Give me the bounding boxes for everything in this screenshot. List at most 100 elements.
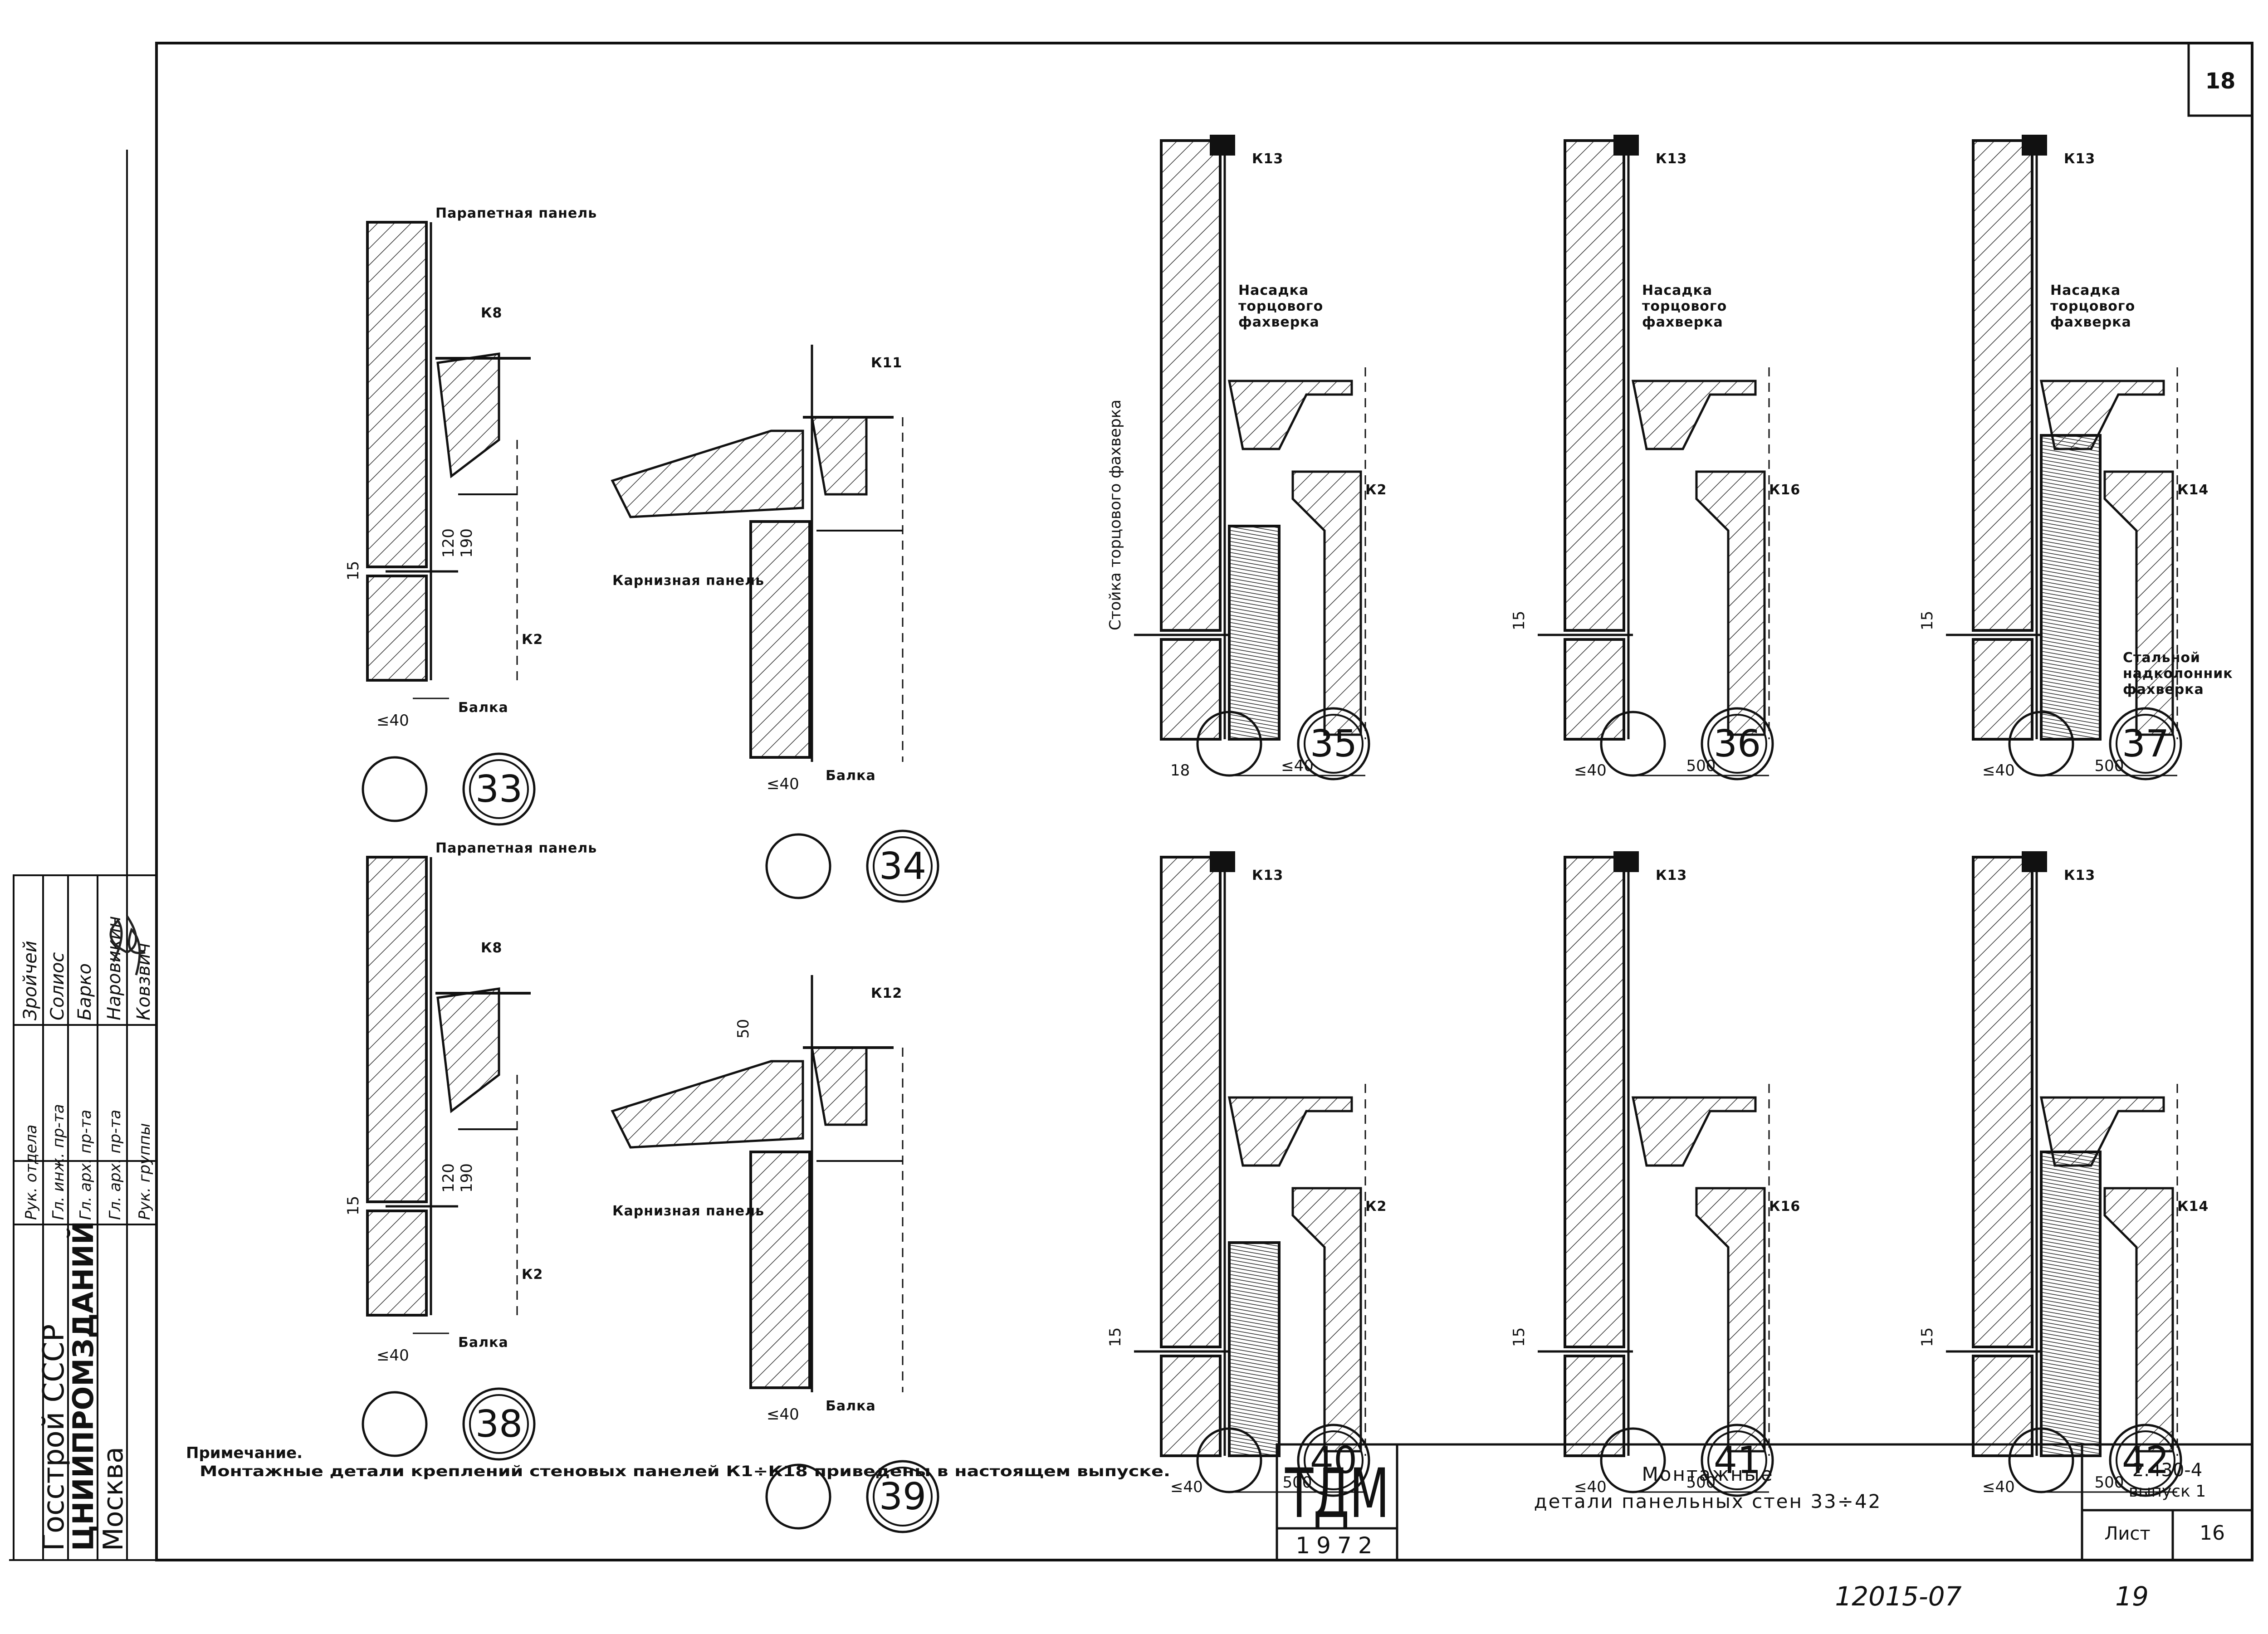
detail-number-circle [2116,1430,2175,1490]
stamp-org-line1: Госстрой СССР [37,1324,71,1551]
detail-number-circle [866,1460,939,1533]
dimension-label: ≤40 [376,712,409,730]
detail-number-circle [873,836,933,896]
detail-number-circle [873,1467,933,1527]
connector-label: К2 [1365,482,1387,498]
column-section [1695,1187,1766,1453]
stamp-org-line2: ЦНИИПРОМЗДАНИЙ [67,1221,100,1551]
beam-label: Балка [458,1335,508,1351]
connector-label: К13 [1252,151,1283,167]
dimension-label: 500 [1686,757,1716,775]
column-section [2103,1187,2174,1453]
cornice-panel [611,1060,804,1149]
connector-label: К12 [871,985,902,1001]
title-line1: Монтажные [1642,1463,1774,1485]
signature-scribble [109,915,146,976]
note: Примечание. Монтажные детали креплений с… [186,1444,1170,1480]
framing-label: надколонник [2123,666,2233,682]
beam-label: Балка [826,1398,876,1414]
dimension-label: 50 [734,1019,753,1039]
detail-number-circle [469,1394,529,1454]
detail-number-circle [1304,714,1364,774]
connector-label: К11 [871,355,902,371]
connector-label: К2 [522,1267,543,1283]
wall-panel [1564,1355,1625,1457]
detail-number-circle [866,829,939,903]
connector-label: К13 [1656,151,1687,167]
wall-panel [1160,638,1222,741]
connector-label: К16 [1769,482,1800,498]
archive-code: 12015-07 [1835,1581,1961,1612]
stamp-org-line3: Москва [98,1447,129,1551]
beam-label: Балка [458,700,508,716]
dimension-label: ≤40 [1982,1478,2015,1496]
detail-number-circle [2109,707,2182,780]
detail-number-circle [1707,714,1767,774]
dimension-label: 15 [1918,1327,1936,1347]
stamp-role: Гл. арх. пр-та [106,1110,124,1220]
sheet-frame [9,42,2253,1561]
dimension-label: 120 [440,1163,458,1193]
dimension-label: 190 [458,528,476,558]
dimension-label: 500 [2095,757,2124,775]
stamp-role: Гл. арх. пр-та [77,1110,95,1220]
logo-year: 1972 [1295,1532,1378,1559]
connector-plate [2022,135,2047,156]
connector-label: К14 [2177,482,2209,498]
cornice-panel-label: Карнизная панель [612,1203,764,1219]
note-text: Монтажные детали креплений стеновых пане… [200,1463,1170,1480]
parapet-panel [366,856,428,1203]
parapet-panel-label: Парапетная панель [435,205,597,221]
detail-number: 34 [879,845,926,888]
connector-plate [2022,851,2047,872]
detail-number-circle [2109,1424,2182,1497]
dimension-label: 190 [458,1163,476,1193]
connector-plate [1613,135,1639,156]
parapet-panel [366,221,428,568]
connector-plate [1210,135,1235,156]
detail-number: 38 [475,1403,523,1446]
connector-plate [1210,851,1235,872]
sheet-label: Лист [2104,1523,2150,1544]
dimension-label: 500 [2095,1473,2124,1492]
sheet-number: 18 [2205,68,2236,94]
dimension-label: 18 [1170,761,1190,780]
connector-label: К13 [2064,868,2095,883]
detail-number-circle [1304,1430,1364,1490]
detail-number-circle [1297,707,1370,780]
wall-panel [749,1151,811,1389]
stand-section [1228,1241,1281,1457]
detail-number-circle [462,1387,536,1461]
beam-section [811,416,868,496]
archive-page: 19 [2115,1581,2149,1612]
logo-tdm: ТДМ [1285,1454,1389,1533]
framing-label: Насадка [1642,283,1712,298]
sheet-value: 16 [2200,1522,2225,1545]
stamp-role: Рук. группы [136,1123,154,1220]
wall-panel [1564,638,1625,741]
detail-number-circle [2116,714,2175,774]
wall-panel [1160,856,1222,1348]
stamp-name: Солиос [47,952,68,1020]
dimension-label: Стойка торцового фахверка [1106,400,1124,630]
framing-label: торцового [1642,298,1727,314]
beam-section [811,1046,868,1126]
stamp-role: Рук. отдела [22,1125,40,1220]
beam-section [1631,1096,1757,1167]
dimension-label: ≤40 [376,1346,409,1365]
beam-section [1227,1096,1353,1167]
reference-circle [362,1391,428,1457]
details-layer: Парапетная панельК8К2Балка≤401519012033К… [344,135,2233,1533]
framing-label: Насадка [1238,283,1309,298]
detail-number: 39 [879,1475,926,1518]
stamp-name: Зройчей [20,941,41,1020]
connector-label: К8 [481,940,502,956]
stand-section [1228,525,1281,741]
framing-label: Насадка [2050,283,2121,298]
framing-label: фахверка [1642,314,1723,330]
